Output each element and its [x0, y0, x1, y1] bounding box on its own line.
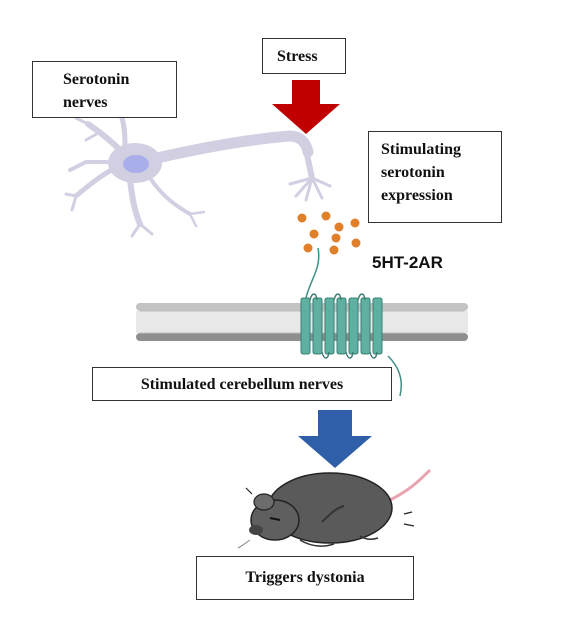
- stimulating-label-line1: Stimulating: [381, 141, 462, 158]
- serotonin-nerves-label-line2: nerves: [63, 94, 108, 112]
- mouse-icon: [237, 468, 432, 549]
- receptor-icon: [300, 247, 402, 397]
- serotonin-nerves-label-line1: Serotonin: [63, 71, 130, 88]
- down-arrow-icon: [298, 410, 372, 468]
- stress-label-box: Stress: [262, 38, 346, 74]
- neuron-nucleus: [123, 155, 149, 173]
- cerebellum-label-box: Stimulated cerebellum nerves: [92, 367, 392, 401]
- neuron-icon: [64, 98, 332, 238]
- dystonia-label: Triggers dystonia: [245, 569, 365, 586]
- stress-arrow-icon: [272, 80, 340, 134]
- serotonin-molecules-icon: [297, 211, 361, 255]
- receptor-label: 5HT-2AR: [372, 253, 443, 272]
- serotonin-nerves-label-box: Serotonin nerves: [32, 61, 177, 118]
- stress-label: Stress: [277, 48, 318, 65]
- stimulating-serotonin-label-box: Stimulating serotonin expression: [368, 131, 502, 223]
- cerebellum-label: Stimulated cerebellum nerves: [140, 376, 344, 393]
- stimulating-label-line3: expression: [381, 187, 453, 205]
- dystonia-label-box: Triggers dystonia: [196, 556, 414, 600]
- stimulating-label-line2: serotonin: [381, 164, 445, 182]
